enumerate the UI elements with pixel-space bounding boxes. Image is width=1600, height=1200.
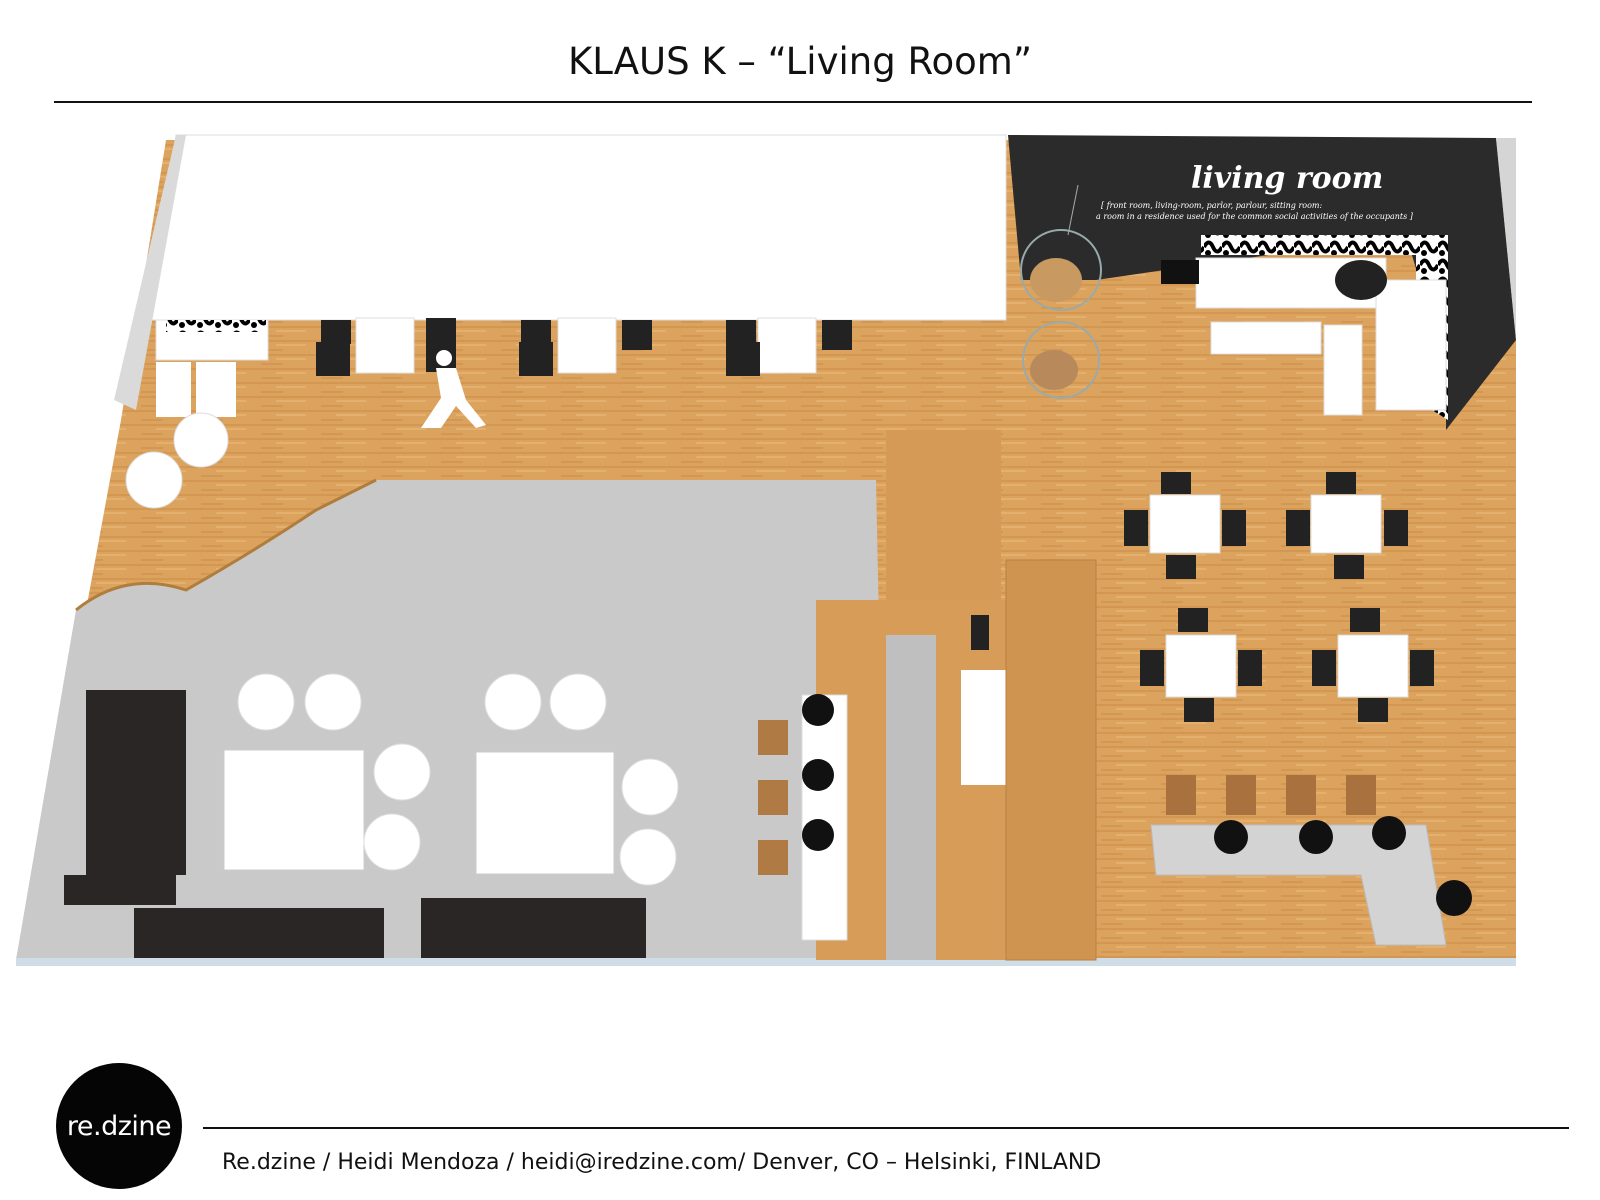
main-bar [1150,775,1472,946]
center-stairs [816,430,1097,961]
title-divider [54,101,1532,103]
lounge-seating [1161,257,1447,416]
floor-plan-render: living room [ front room, living-room, p… [16,134,1516,966]
right-dining-tables [1124,472,1434,722]
page-title: KLAUS K – “Living Room” [568,40,1032,83]
footer-contact: Re.dzine / Heidi Mendoza / heidi@iredzin… [222,1150,1102,1175]
entry-poufs [125,412,229,509]
top-dining-tables [316,317,852,376]
lounge-area [64,673,679,958]
upper-wall [114,134,1007,410]
entry-counter [155,319,269,417]
wall-heading: living room [1191,161,1383,196]
redzine-logo: re.dzine [56,1063,182,1189]
wall-definition-line1: [ front room, living-room, parlor, parlo… [1101,201,1323,210]
center-bar [758,694,848,941]
bubble-chairs [1020,184,1102,399]
footer-divider [203,1127,1569,1129]
person-figure [421,350,486,428]
logo-text: re.dzine [66,1110,172,1142]
wall-definition-line2: a room in a residence used for the commo… [1096,212,1414,221]
